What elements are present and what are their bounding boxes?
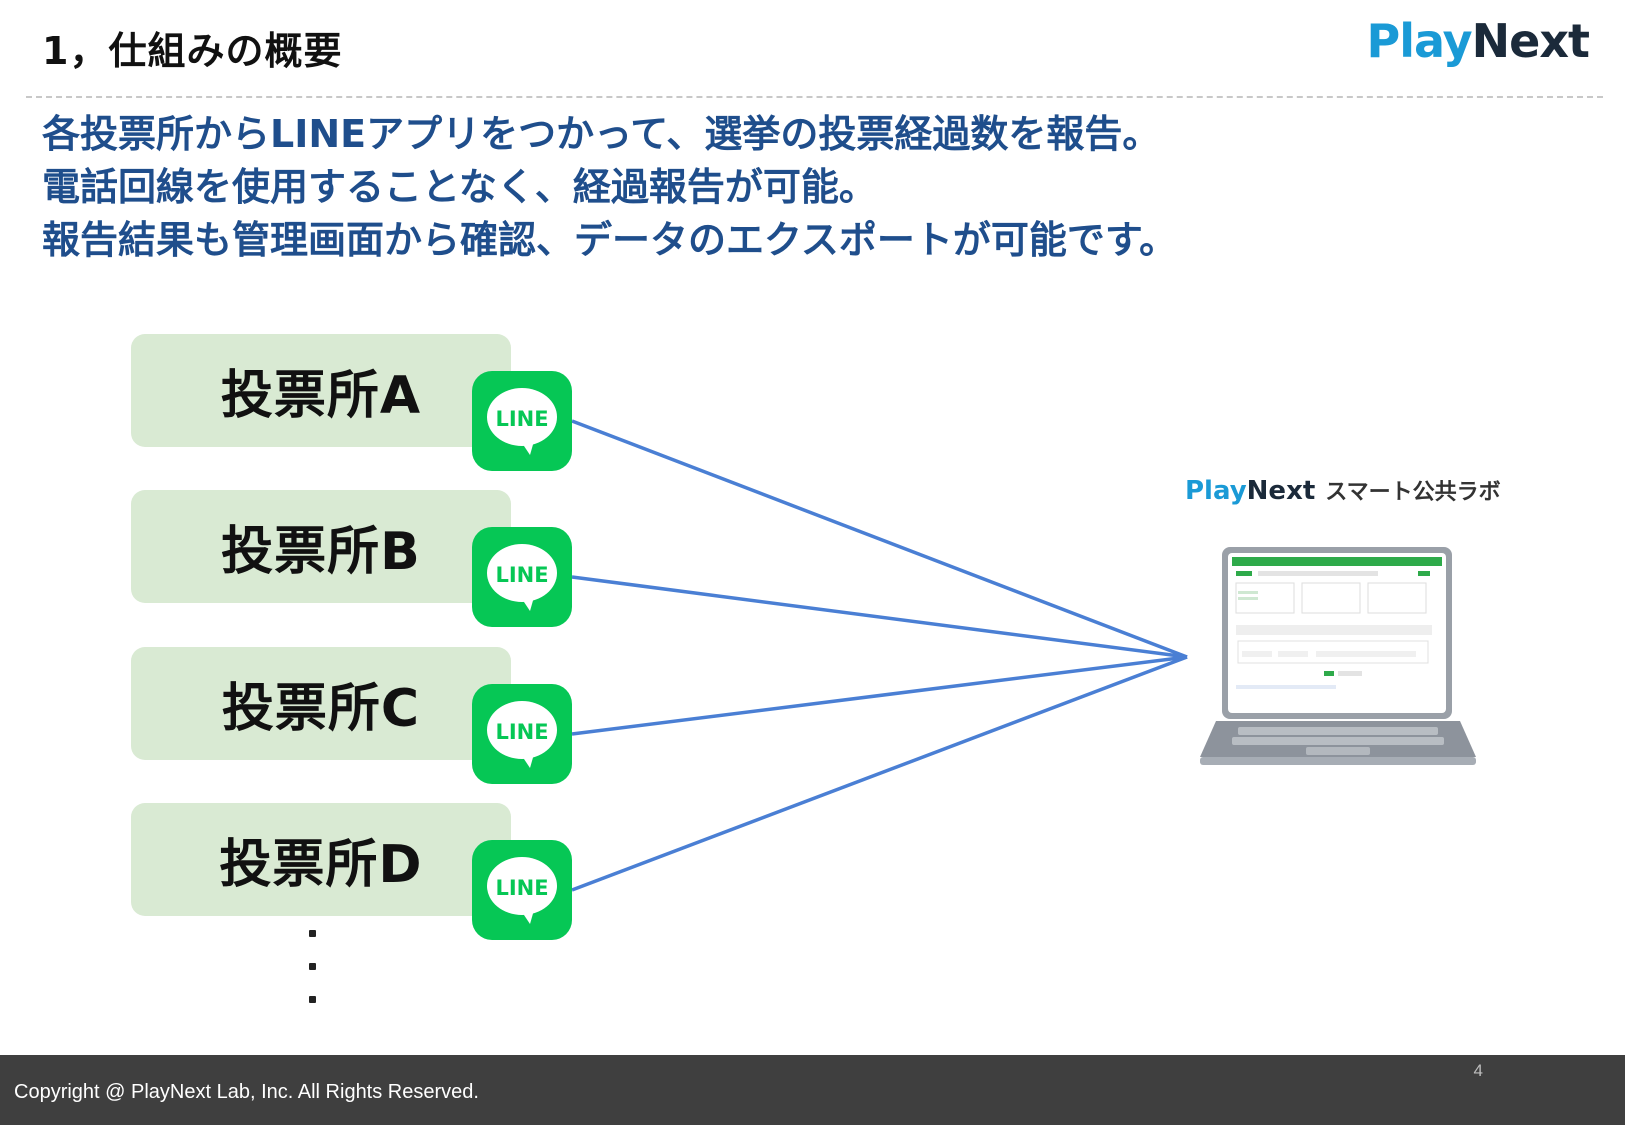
page-title: 1，仕組みの概要 — [42, 29, 343, 73]
line-bubble-icon: LINE — [487, 388, 557, 455]
system-product-name: スマート公共ラボ — [1325, 480, 1501, 505]
line-badge-text: LINE — [495, 563, 548, 587]
connector-c — [571, 655, 1188, 736]
logo-part-play: Play — [1366, 14, 1473, 68]
copyright-text: Copyright @ PlayNext Lab, Inc. All Right… — [14, 1081, 479, 1103]
station-c-label: 投票所C — [221, 679, 421, 739]
connector-a — [571, 419, 1188, 659]
logo-part-next: Next — [1471, 14, 1590, 68]
system-brand-play: Play — [1185, 476, 1247, 506]
line-app-icon: LINE — [472, 371, 572, 471]
line-app-icon: LINE — [472, 527, 572, 627]
footer-bar: Copyright @ PlayNext Lab, Inc. All Right… — [0, 1055, 1625, 1125]
connector-d — [571, 655, 1188, 892]
station-b: 投票所B — [131, 490, 511, 603]
line-bubble-icon: LINE — [487, 544, 557, 611]
line-badge-text: LINE — [495, 876, 548, 900]
station-d-label: 投票所D — [219, 835, 423, 895]
lead-line-2: 電話回線を使用することなく、経過報告が可能。 — [42, 165, 877, 209]
station-a-label: 投票所A — [220, 366, 422, 426]
station-b-label: 投票所B — [221, 522, 421, 582]
laptop-icon — [1200, 547, 1476, 765]
station-d: 投票所D — [131, 803, 511, 916]
line-badge-text: LINE — [495, 407, 548, 431]
lead-line-1: 各投票所からLINEアプリをつかって、選挙の投票経過数を報告。 — [42, 112, 1161, 156]
line-bubble-icon: LINE — [487, 857, 557, 924]
system-brand-next: Next — [1246, 476, 1316, 506]
line-badge-text: LINE — [495, 720, 548, 744]
line-bubble-icon: LINE — [487, 701, 557, 768]
line-app-icon: LINE — [472, 840, 572, 940]
page-number: 4 — [1473, 1061, 1483, 1080]
line-app-icon: LINE — [472, 684, 572, 784]
system-name: PlayNext スマート公共ラボ — [1185, 474, 1501, 506]
connector-b — [571, 575, 1188, 659]
lead-text: 各投票所からLINEアプリをつかって、選挙の投票経過数を報告。 電話回線を使用す… — [42, 108, 1542, 267]
header-divider — [26, 96, 1603, 98]
playnext-logo: PlayNext — [1366, 14, 1590, 68]
station-c: 投票所C — [131, 647, 511, 760]
lead-line-3: 報告結果も管理画面から確認、データのエクスポートが可能です。 — [42, 218, 1178, 262]
more-stations-ellipsis — [309, 930, 329, 1029]
station-a: 投票所A — [131, 334, 511, 447]
